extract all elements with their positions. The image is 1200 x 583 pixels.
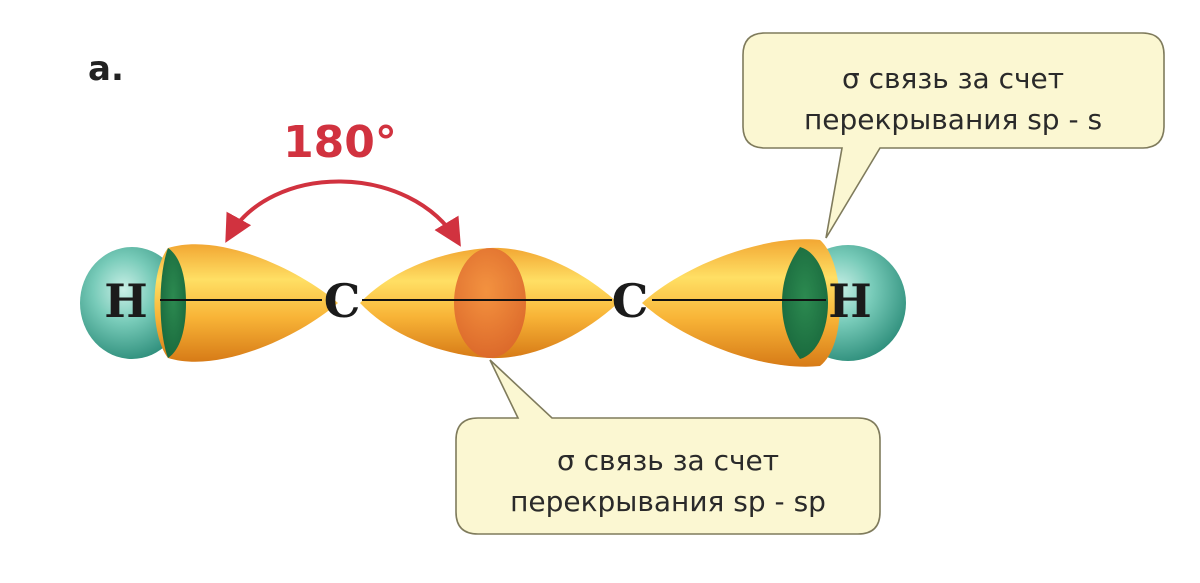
callout-sp-sp-line2: перекрывания sp - sp	[510, 485, 826, 518]
callout-sp-s	[742, 32, 1165, 239]
callout-sp-s-line2: перекрывания sp - s	[804, 103, 1102, 136]
angle-arrow	[225, 179, 461, 247]
angle-label: 180°	[283, 117, 397, 168]
atom-c-right: C	[612, 274, 649, 328]
sp-s-overlap-right	[782, 247, 828, 359]
sp-sp-overlap	[454, 248, 526, 358]
callout-sp-sp-line1: σ связь за счет	[557, 444, 779, 477]
atom-h-right: H	[828, 274, 871, 328]
callout-sp-s-line1: σ связь за счет	[842, 62, 1064, 95]
atom-h-left: H	[104, 274, 147, 328]
atom-c-left: C	[324, 274, 361, 328]
panel-label: a.	[88, 49, 124, 89]
sp-orbital-lobe-c1-left	[154, 244, 338, 362]
sp-s-overlap-left	[160, 248, 186, 358]
callout-sp-sp	[455, 359, 881, 535]
